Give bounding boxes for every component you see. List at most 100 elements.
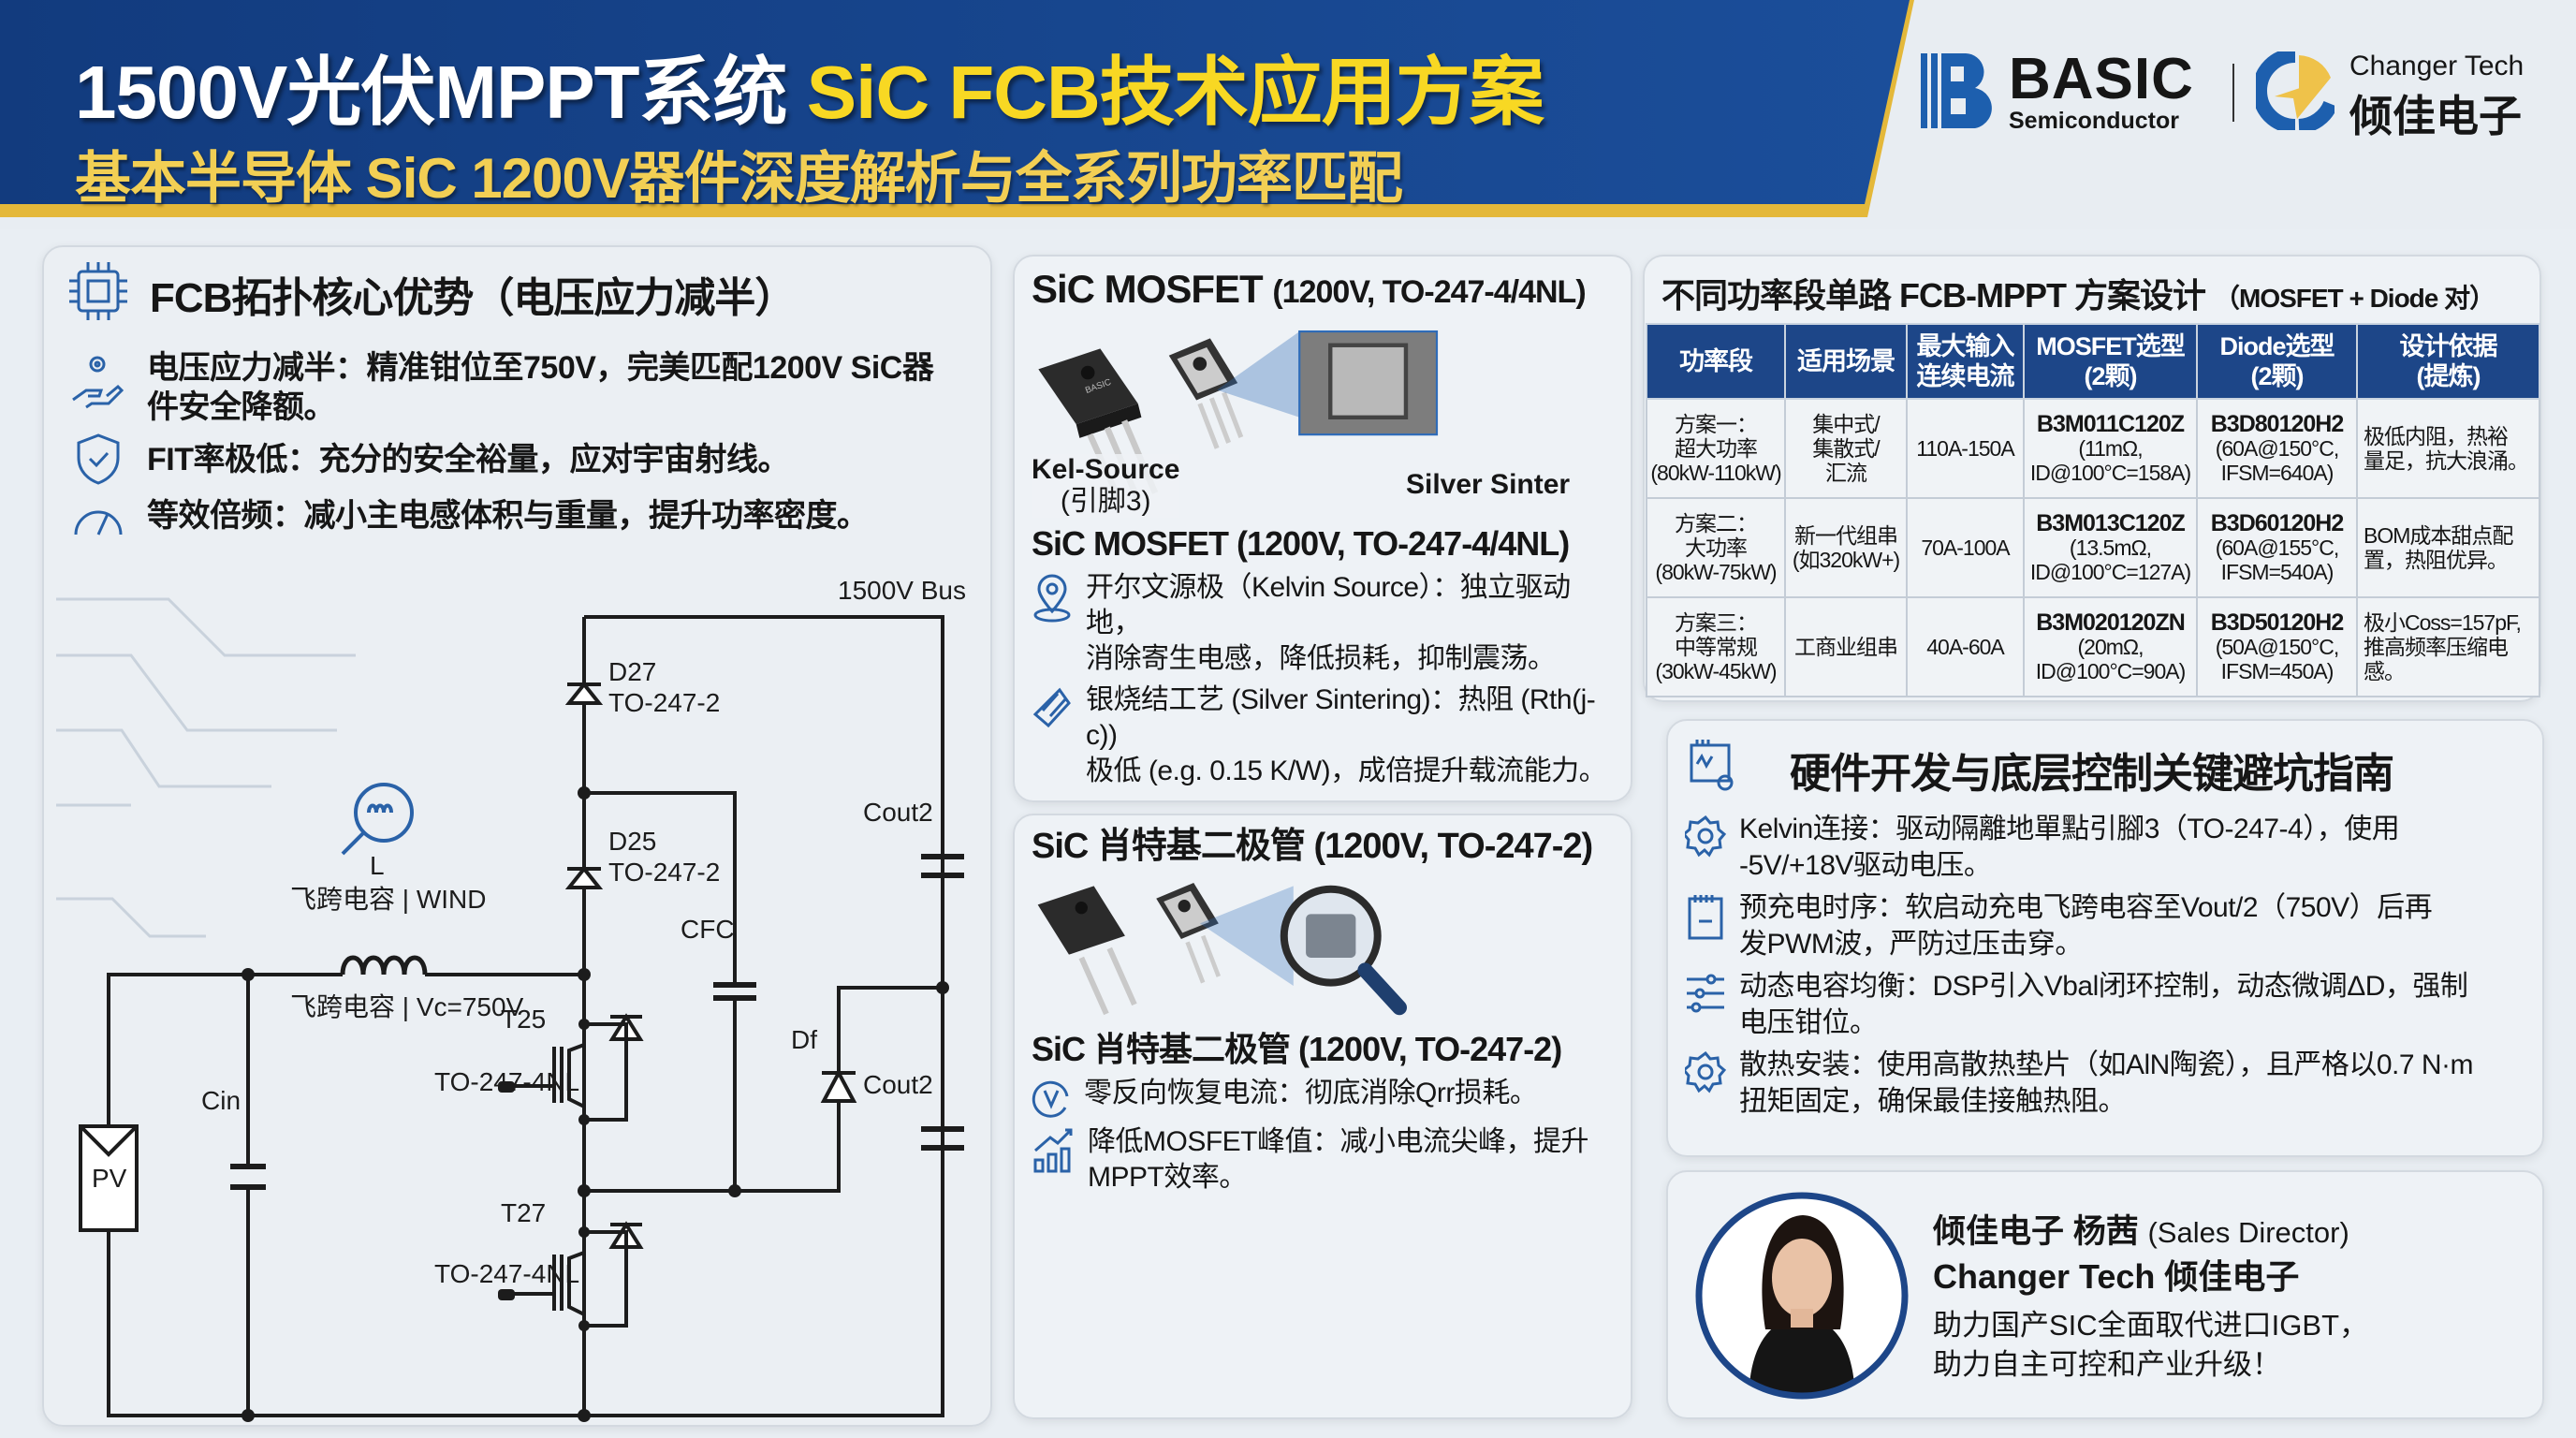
cell-basis: 极低内阻，热裕量足，抗大浪涌。 xyxy=(2356,398,2540,499)
df-label: Df xyxy=(791,1025,817,1054)
diode-item-1-row: 零反向恢复电流：彻底消除Qrr损耗。 xyxy=(1032,1076,1614,1119)
inductor-wind-label: 飞跨电容 | WIND xyxy=(290,885,486,914)
contact-slogan: 助力国产SIC全面取代进口IGBT，助力自主可控和产业升级！ xyxy=(1933,1309,2369,1381)
fcb-circuit-diagram: 1500V Bus D27 TO-247-2 D25 TO-247-2 L 飞跨… xyxy=(56,576,966,1422)
t27-package: TO-247-4NL xyxy=(434,1259,579,1288)
cout2-lower-label: Cout2 xyxy=(863,1070,933,1099)
diode-subtitle: SiC 肖特基二极管 (1200V, TO-247-2) xyxy=(1032,1030,1562,1068)
basic-name: BASIC xyxy=(2009,47,2194,111)
to247-package-back xyxy=(1168,338,1244,449)
contact-name: 倾佳电子 杨茜 (Sales Director) xyxy=(1933,1213,2349,1250)
pv-label: PV xyxy=(92,1164,127,1193)
mosfet-card: SiC MOSFET (1200V, TO-247-4/4NL) BASIC K… xyxy=(1013,255,1632,802)
cell-basis: 极小Coss=157pF,推高频率压缩电感。 xyxy=(2356,596,2540,697)
cell-mosfet: B3M020120ZN(20mΩ,ID@100°C=90A) xyxy=(2023,596,2198,697)
diode-package-illustration xyxy=(1037,883,1408,1016)
chip-icon xyxy=(69,262,127,320)
cell-current: 40A-60A xyxy=(1906,596,2025,697)
diode-card: SiC 肖特基二极管 (1200V, TO-247-2) SiC 肖特基二极管 … xyxy=(1013,814,1632,1419)
hand-gear-icon xyxy=(72,356,124,409)
basic-sub: Semiconductor xyxy=(2009,108,2179,134)
capacitor-symbols xyxy=(230,854,964,1190)
table-row: 方案一：超大功率(80kW-110kW) 集中式/集散式/汇流 110A-150… xyxy=(1646,398,2540,499)
cout2-upper-label: Cout2 xyxy=(863,798,933,827)
circuit-nodes xyxy=(242,786,949,1422)
diode-title: SiC 肖特基二极管 (1200V, TO-247-2) xyxy=(1032,827,1593,866)
inductor-magnifier-icon xyxy=(341,783,414,856)
d25-package: TO-247-2 xyxy=(608,858,720,887)
logo-divider xyxy=(2232,64,2234,122)
cell-diode: B3D60120H2(60A@155°C,IFSM=540A) xyxy=(2196,497,2358,598)
mosfet-item-2-row: 银烧结工艺 (Silver Sintering)：热阻 (Rth(j-c))极低… xyxy=(1032,682,1614,789)
cell-diode: B3D50120H2(50A@150°C,IFSM=450A) xyxy=(2196,596,2358,697)
pv-source-symbol xyxy=(79,1124,139,1232)
cell-current: 70A-100A xyxy=(1906,497,2025,598)
gear-icon xyxy=(1685,1050,1726,1093)
avatar xyxy=(1695,1192,1909,1400)
d25-label: D25 xyxy=(608,827,656,856)
diode-symbols xyxy=(564,681,857,1249)
cell-scene: 工商业组串 xyxy=(1784,596,1908,697)
guide-title: 硬件开发与底层控制关键避坑指南 xyxy=(1790,751,2394,797)
cell-scene: 集中式/集散式/汇流 xyxy=(1784,398,1908,499)
col-header: 功率段 xyxy=(1646,323,1786,400)
fcb-item-1: 电压应力减半：精准钳位至750V，完美匹配1200V SiC器件安全降额。 xyxy=(147,350,934,425)
table-header-row: 功率段 适用场景 最大输入连续电流 MOSFET选型(2颗) Diode选型(2… xyxy=(1646,323,2540,400)
board-gear-icon xyxy=(1690,740,1734,791)
cell-mosfet: B3M011C120Z(11mΩ,ID@100°C=158A) xyxy=(2023,398,2198,499)
table-title: 不同功率段单路 FCB-MPPT 方案设计 （MOSFET + Diode 对） xyxy=(1661,276,2496,315)
t25-label: T25 xyxy=(501,1005,546,1034)
col-header: 适用场景 xyxy=(1784,323,1908,400)
notepad-icon xyxy=(1688,895,1723,940)
bus-label: 1500V Bus xyxy=(838,576,966,605)
mosfet-subtitle: SiC MOSFET (1200V, TO-247-4/4NL) xyxy=(1032,524,1570,563)
cell-scene: 新一代组串(如320kW+) xyxy=(1784,497,1908,598)
cin-label: Cin xyxy=(201,1086,241,1115)
cell-mosfet: B3M013C120Z(13.5mΩ,ID@100°C=127A) xyxy=(2023,497,2198,598)
guide-item-2-row: 预充电时序：软启动充电飞跨电容至Vout/2（750V）后再发PWM波，严防过压… xyxy=(1685,889,2532,962)
d27-package: TO-247-2 xyxy=(608,688,720,717)
basic-logo: BASIC Semiconductor xyxy=(1919,47,2228,136)
silver-sinter-icon xyxy=(1032,687,1071,728)
page-subtitle: 基本半导体 SiC 1200V器件深度解析与全系列功率匹配 xyxy=(75,147,1403,210)
basic-b-icon xyxy=(1921,53,1992,128)
changer-tech-name: Changer Tech xyxy=(2349,51,2525,81)
col-header: 设计依据(提炼) xyxy=(2356,323,2540,400)
inductor-L xyxy=(340,955,428,976)
sliders-icon xyxy=(1687,974,1724,1013)
guide-list: Kelvin连接：驱动隔離地單點引腳3（TO-247-4），使用-5V/+18V… xyxy=(1685,811,2532,1120)
col-header: 最大输入连续电流 xyxy=(1906,323,2025,400)
table-row: 方案二：大功率(80kW-75kW) 新一代组串(如320kW+) 70A-10… xyxy=(1646,497,2540,598)
mosfet-title: SiC MOSFET (1200V, TO-247-4/4NL) xyxy=(1032,267,1587,311)
page-title: 1500V光伏MPPT系统 SiC FCB技术应用方案 xyxy=(75,51,1544,134)
fcb-item-2: FIT率极低：充分的安全裕量，应对宇宙射线。 xyxy=(147,442,789,477)
fcb-panel xyxy=(42,245,992,1427)
to247-package-front: BASIC xyxy=(1038,348,1159,505)
location-pin-icon xyxy=(1033,574,1071,623)
diode-item-1: 零反向恢复电流：彻底消除Qrr损耗。 xyxy=(1084,1078,1538,1108)
fcb-item-3: 等效倍频：减小主电感体积与重量，提升功率密度。 xyxy=(147,498,869,534)
t27-label: T27 xyxy=(501,1198,546,1227)
gauge-icon xyxy=(74,510,123,536)
changer-tech-logo-icon xyxy=(2256,51,2334,130)
cell-current: 110A-150A xyxy=(1906,398,2025,499)
cell-diode: B3D80120H2(60A@150°C,IFSM=640A) xyxy=(2196,398,2358,499)
mosfet-item-2: 银烧结工艺 (Silver Sintering)：热阻 (Rth(j-c))极低… xyxy=(1086,684,1607,786)
header-banner xyxy=(0,0,2576,229)
fcb-title: FCB拓扑核心优势（电压应力减半） xyxy=(150,275,796,321)
cell-power: 方案二：大功率(80kW-75kW) xyxy=(1646,497,1786,598)
mosfet-package-illustration: BASIC xyxy=(1038,330,1439,505)
gear-icon xyxy=(1685,814,1726,858)
shield-check-icon xyxy=(77,433,120,485)
col-header: MOSFET选型(2颗) xyxy=(2023,323,2198,400)
changer-tech-cn: 倾佳电子 xyxy=(2349,92,2522,140)
guide-item-3-row: 动态电容均衡：DSP引入Vbal闭环控制，动态微调ΔD，强制电压钳位。 xyxy=(1685,968,2532,1041)
cfc-label: CFC xyxy=(681,915,735,944)
bar-chart-growth-icon xyxy=(1033,1128,1073,1173)
contact-company: Changer Tech 倾佳电子 xyxy=(1933,1257,2300,1296)
kel-source-label: Kel-Source(引脚3) xyxy=(1032,454,1180,518)
d27-label: D27 xyxy=(608,657,656,686)
